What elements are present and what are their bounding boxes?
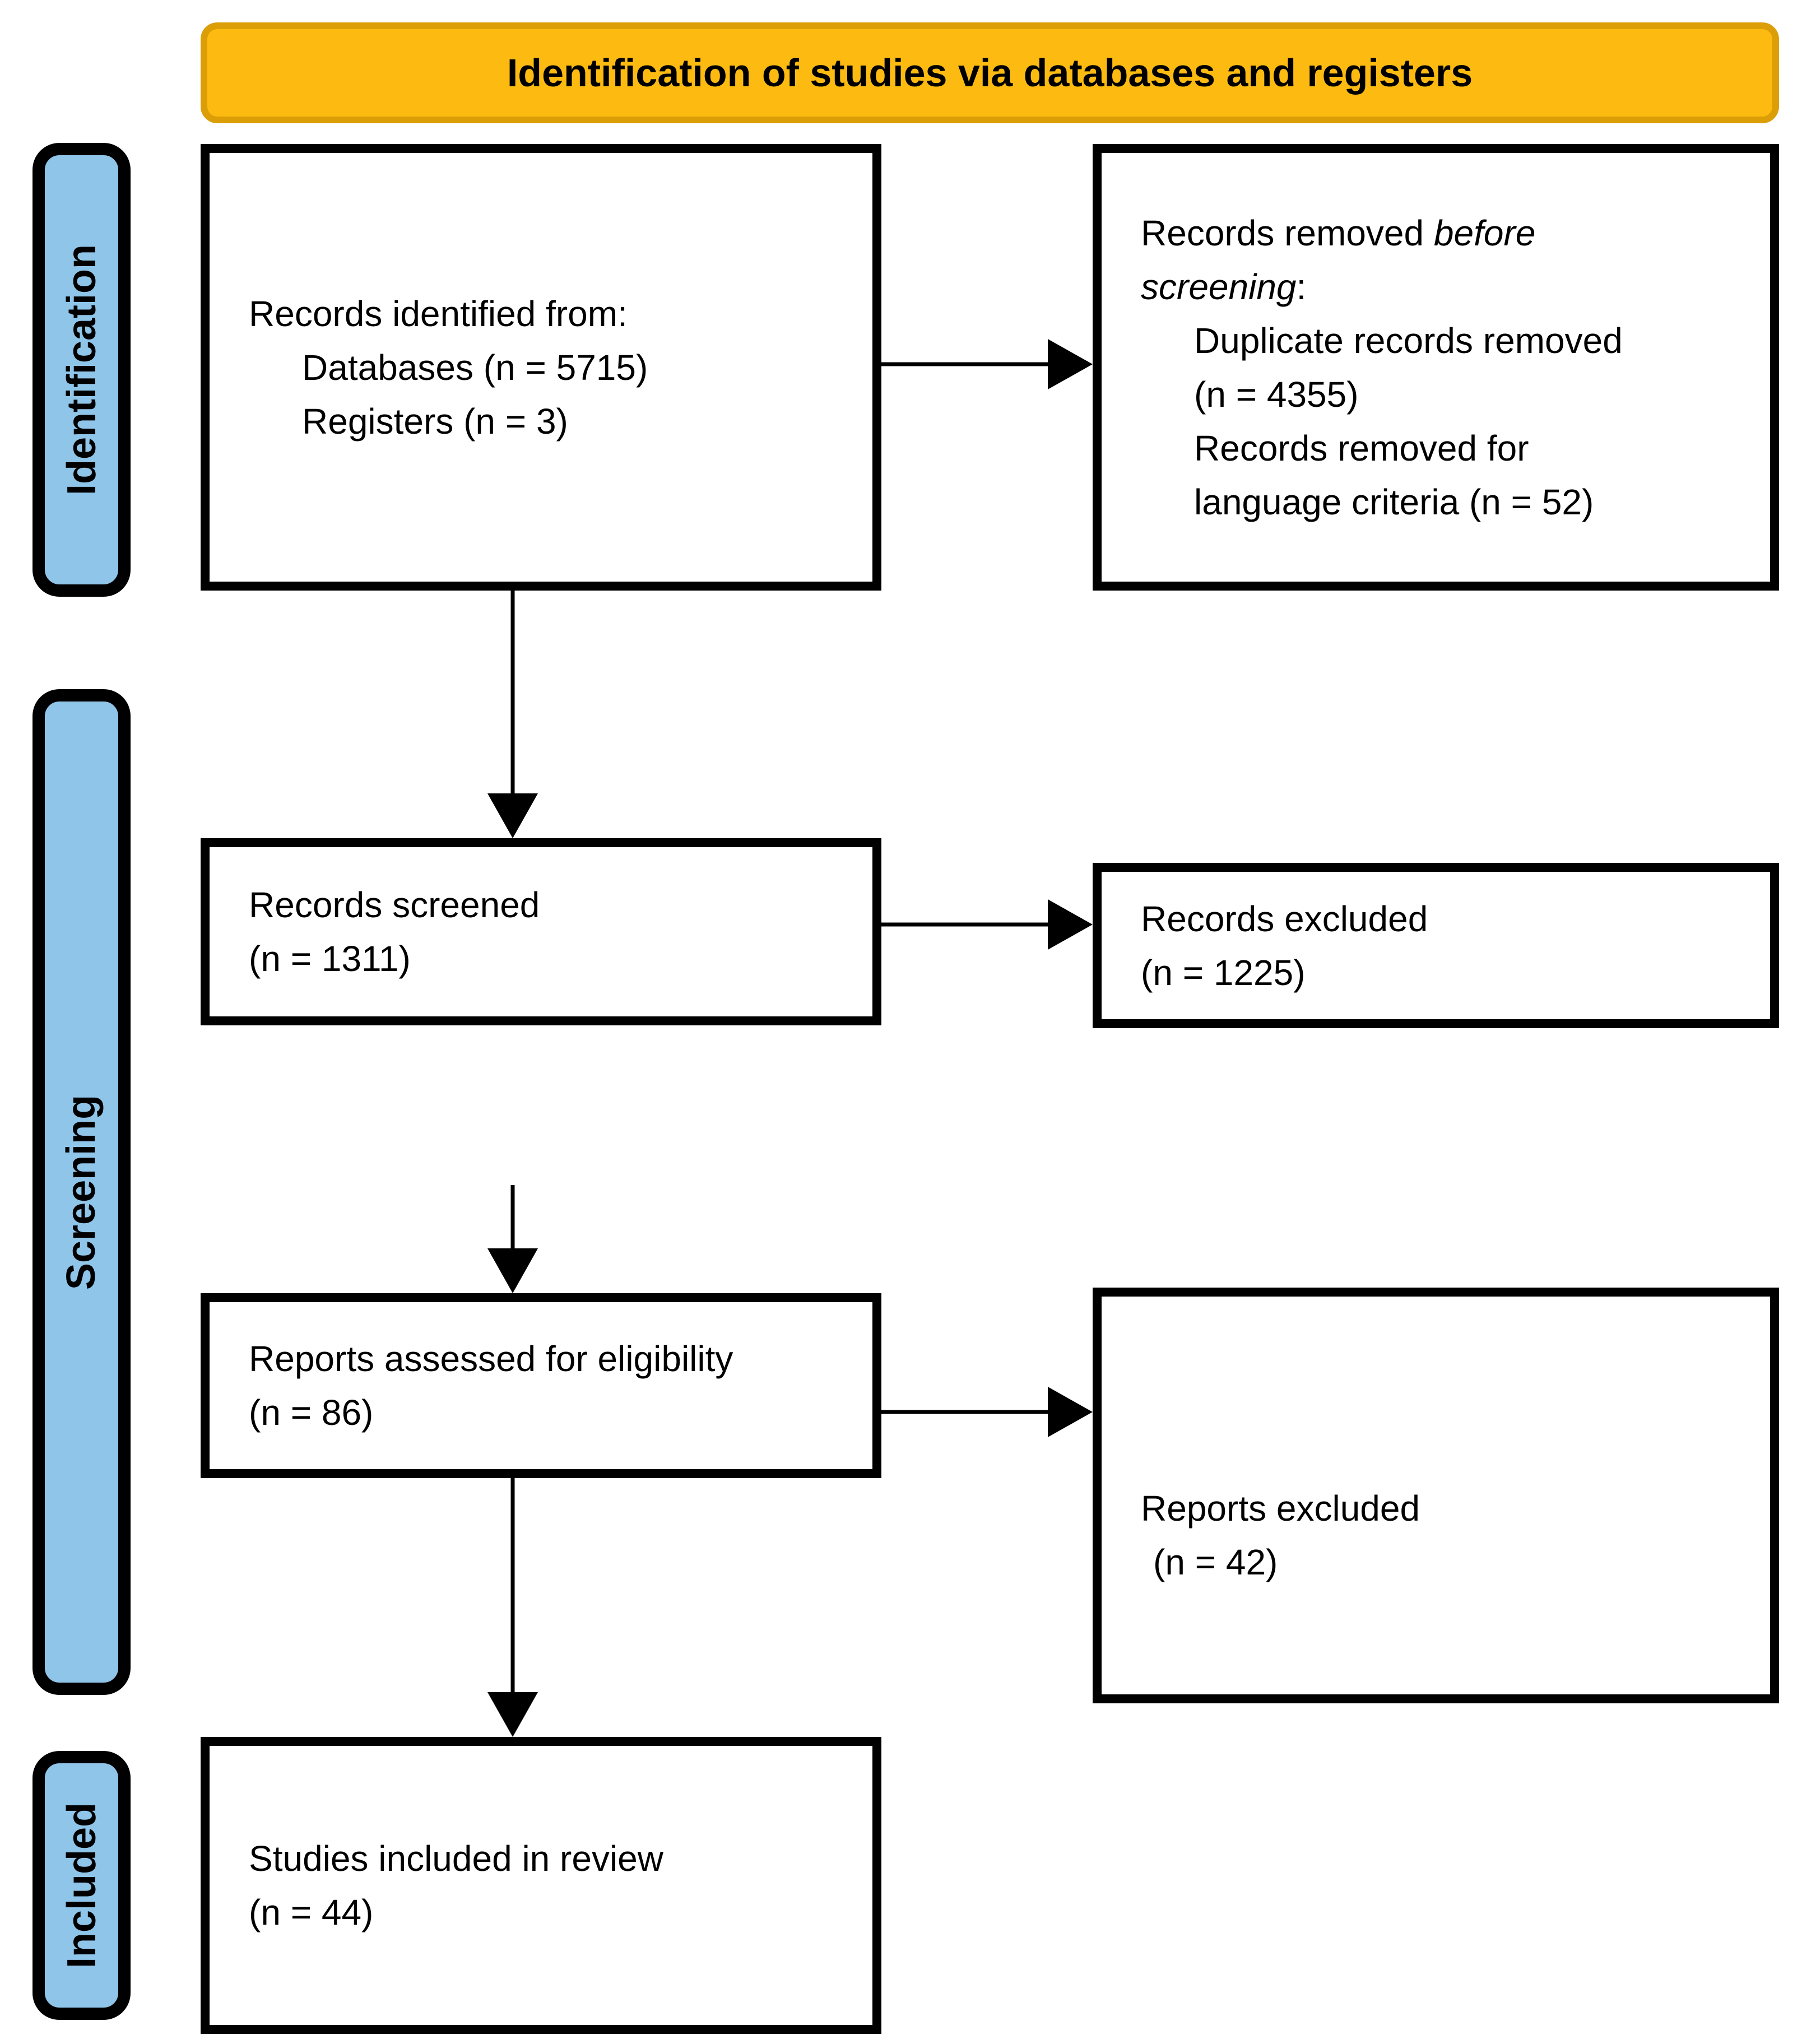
records-identified-intro: Records identified from: (249, 293, 628, 334)
records-removed-intro-line2: screening: (1141, 260, 1742, 314)
reports-assessed-count: (n = 86) (249, 1392, 374, 1433)
studies-included-label: Studies included in review (249, 1838, 663, 1879)
box-records-identified: Records identified from: Databases (n = … (201, 144, 881, 591)
diagram-title: Identification of studies via databases … (507, 51, 1473, 95)
arrow-assessed-to-included (487, 1478, 538, 1737)
arrow-screened-to-assessed (487, 1185, 538, 1293)
records-removed-intro-regular: Records removed (1141, 212, 1434, 253)
stage-label-screening-text: Screening (59, 1094, 104, 1290)
records-screened-label: Records screened (249, 885, 540, 925)
reports-excluded-label: Reports excluded (1141, 1488, 1420, 1529)
records-removed-intro-italic1: before (1433, 212, 1536, 253)
stage-label-included: Included (32, 1751, 131, 2020)
arrow-identified-to-screened (487, 591, 538, 838)
stage-label-included-text: Included (59, 1802, 104, 1969)
language-criteria-removed-line1: Records removed for (1194, 428, 1529, 468)
reports-excluded-count: (n = 42) (1153, 1542, 1278, 1582)
records-screened-count: (n = 1311) (249, 939, 411, 979)
box-reports-excluded: Reports excluded (n = 42) (1093, 1288, 1779, 1703)
records-removed-intro-line1: Records removed before (1141, 206, 1742, 260)
arrow-identified-to-removed (881, 339, 1093, 389)
box-studies-included: Studies included in review (n = 44) (201, 1737, 881, 2034)
duplicate-records-removed-line2: (n = 4355) (1194, 374, 1359, 415)
records-excluded-count: (n = 1225) (1141, 952, 1306, 993)
box-records-screened: Records screened (n = 1311) (201, 838, 881, 1025)
stage-label-screening: Screening (32, 689, 131, 1695)
arrow-screened-to-excluded (881, 899, 1093, 950)
diagram-title-banner: Identification of studies via databases … (201, 22, 1779, 123)
arrow-assessed-to-reports-excluded (877, 1387, 1093, 1437)
records-identified-registers: Registers (n = 3) (302, 401, 568, 442)
studies-included-count: (n = 44) (249, 1892, 374, 1932)
records-excluded-label: Records excluded (1141, 898, 1428, 939)
box-reports-assessed: Reports assessed for eligibility (n = 86… (201, 1293, 881, 1478)
stage-label-identification-text: Identification (59, 244, 104, 495)
duplicate-records-removed-line1: Duplicate records removed (1194, 320, 1623, 361)
box-records-removed-before-screening: Records removed before screening: Duplic… (1093, 144, 1779, 591)
reports-assessed-label: Reports assessed for eligibility (249, 1339, 733, 1379)
language-criteria-removed-line2: language criteria (n = 52) (1194, 481, 1594, 522)
records-removed-intro-italic2: screening (1141, 266, 1297, 307)
stage-label-identification: Identification (32, 143, 131, 597)
records-removed-intro-colon: : (1296, 266, 1307, 307)
box-records-excluded: Records excluded (n = 1225) (1093, 863, 1779, 1028)
records-identified-databases: Databases (n = 5715) (302, 347, 648, 388)
